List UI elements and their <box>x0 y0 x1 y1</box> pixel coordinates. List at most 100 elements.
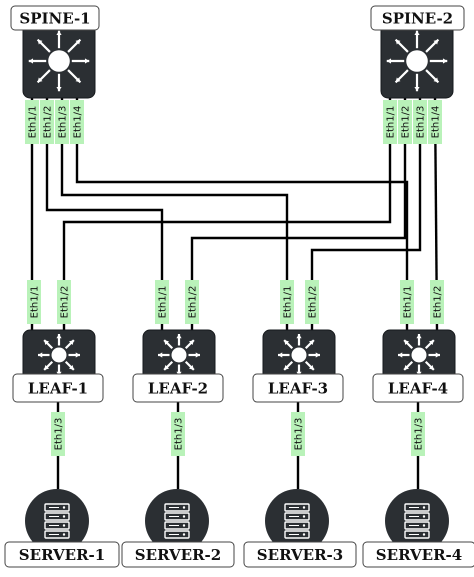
port-label-text: Eth1/3 <box>58 106 69 139</box>
port-label-spine-2-Eth1-4: Eth1/4 <box>428 100 442 144</box>
port-badge <box>280 280 294 324</box>
port-label-leaf-2-Eth1-1: Eth1/1 <box>155 280 169 324</box>
port-label-text: Eth1/4 <box>431 106 442 139</box>
switch-icon <box>158 334 200 376</box>
device-label: SERVER-2 <box>135 546 221 564</box>
port-label-leaf-4-Eth1-3: Eth1/3 <box>411 412 425 456</box>
switch-icon <box>278 334 320 376</box>
device-label-box <box>362 541 474 568</box>
port-label-leaf-3-Eth1-2: Eth1/2 <box>305 280 319 324</box>
server-icon <box>284 503 310 539</box>
server-icon <box>404 503 430 539</box>
port-badge <box>185 280 199 324</box>
port-badge <box>25 100 39 144</box>
server-icon <box>164 503 190 539</box>
port-label-text: Eth1/1 <box>403 286 414 319</box>
device-label: SERVER-3 <box>257 546 343 564</box>
port-label-leaf-3-Eth1-3: Eth1/3 <box>291 412 305 456</box>
device-label-box <box>132 373 224 403</box>
device-label-box <box>372 373 464 403</box>
device-label: SERVER-4 <box>376 546 462 564</box>
device-spine-1: SPINE-1 <box>10 5 100 99</box>
device-server-4: SERVER-4 <box>362 489 474 568</box>
port-badge <box>70 100 84 144</box>
port-badge <box>383 100 397 144</box>
port-label-spine-2-Eth1-3: Eth1/3 <box>413 100 427 144</box>
port-badge <box>305 280 319 324</box>
port-label-leaf-2-Eth1-3: Eth1/3 <box>171 412 185 456</box>
port-label-text: Eth1/4 <box>73 106 84 139</box>
device-label: LEAF-1 <box>28 380 88 398</box>
device-leaf-4: LEAF-4 <box>372 329 464 403</box>
port-badge <box>27 280 41 324</box>
port-badge <box>171 412 185 456</box>
links-layer <box>30 97 439 489</box>
device-label-box <box>370 5 465 31</box>
port-label-leaf-1-Eth1-3: Eth1/3 <box>51 412 65 456</box>
port-badge <box>155 280 169 324</box>
port-badge <box>40 100 54 144</box>
port-label-text: Eth1/1 <box>30 286 41 319</box>
port-label-leaf-3-Eth1-1: Eth1/1 <box>280 280 294 324</box>
device-label-box <box>121 541 235 568</box>
switch-icon <box>28 30 90 92</box>
port-badge <box>291 412 305 456</box>
device-label: SERVER-1 <box>19 546 105 564</box>
port-label-text: Eth1/1 <box>28 106 39 139</box>
server-body <box>25 489 89 553</box>
link-spine-2-leaf-1 <box>62 98 392 330</box>
port-label-spine-1-Eth1-2: Eth1/2 <box>40 100 54 144</box>
port-badge <box>411 412 425 456</box>
device-label: LEAF-3 <box>268 380 328 398</box>
port-label-leaf-1-Eth1-2: Eth1/2 <box>57 280 71 324</box>
port-badge <box>413 100 427 144</box>
switch-icon <box>386 30 448 92</box>
link-spine-1-leaf-4 <box>75 98 409 330</box>
port-label-spine-2-Eth1-1: Eth1/1 <box>383 100 397 144</box>
port-label-text: Eth1/2 <box>433 286 444 319</box>
link-spine-2-leaf-2 <box>190 98 407 330</box>
port-badge <box>398 100 412 144</box>
port-label-text: Eth1/3 <box>54 418 65 451</box>
server-body <box>385 489 449 553</box>
port-label-text: Eth1/2 <box>308 286 319 319</box>
port-label-text: Eth1/1 <box>283 286 294 319</box>
port-label-text: Eth1/3 <box>294 418 305 451</box>
port-label-spine-1-Eth1-3: Eth1/3 <box>55 100 69 144</box>
device-label: LEAF-2 <box>148 380 208 398</box>
port-label-text: Eth1/2 <box>188 286 199 319</box>
port-label-text: Eth1/2 <box>60 286 71 319</box>
port-label-text: Eth1/2 <box>401 106 412 139</box>
port-label-spine-2-Eth1-2: Eth1/2 <box>398 100 412 144</box>
device-server-3: SERVER-3 <box>243 489 357 568</box>
device-label: LEAF-4 <box>388 380 448 398</box>
server-icon <box>44 503 70 539</box>
link-spine-1-leaf-2 <box>45 98 164 330</box>
port-label-spine-1-Eth1-1: Eth1/1 <box>25 100 39 144</box>
device-leaf-1: LEAF-1 <box>12 329 104 403</box>
server-body <box>265 489 329 553</box>
device-label: SPINE-1 <box>19 10 90 28</box>
switch-icon <box>38 334 80 376</box>
device-label-box <box>10 5 100 31</box>
device-label-box <box>4 541 120 568</box>
port-label-spine-1-Eth1-4: Eth1/4 <box>70 100 84 144</box>
port-label-leaf-2-Eth1-2: Eth1/2 <box>185 280 199 324</box>
port-label-leaf-1-Eth1-1: Eth1/1 <box>27 280 41 324</box>
switch-icon <box>398 334 440 376</box>
device-server-2: SERVER-2 <box>121 489 235 568</box>
port-badge <box>51 412 65 456</box>
port-badge <box>400 280 414 324</box>
device-server-1: SERVER-1 <box>4 489 120 568</box>
port-badge <box>430 280 444 324</box>
port-badge <box>57 280 71 324</box>
port-label-leaf-4-Eth1-2: Eth1/2 <box>430 280 444 324</box>
port-label-text: Eth1/2 <box>43 106 54 139</box>
port-label-text: Eth1/3 <box>414 418 425 451</box>
port-label-text: Eth1/3 <box>174 418 185 451</box>
device-label: SPINE-2 <box>382 10 453 28</box>
port-label-leaf-4-Eth1-1: Eth1/1 <box>400 280 414 324</box>
